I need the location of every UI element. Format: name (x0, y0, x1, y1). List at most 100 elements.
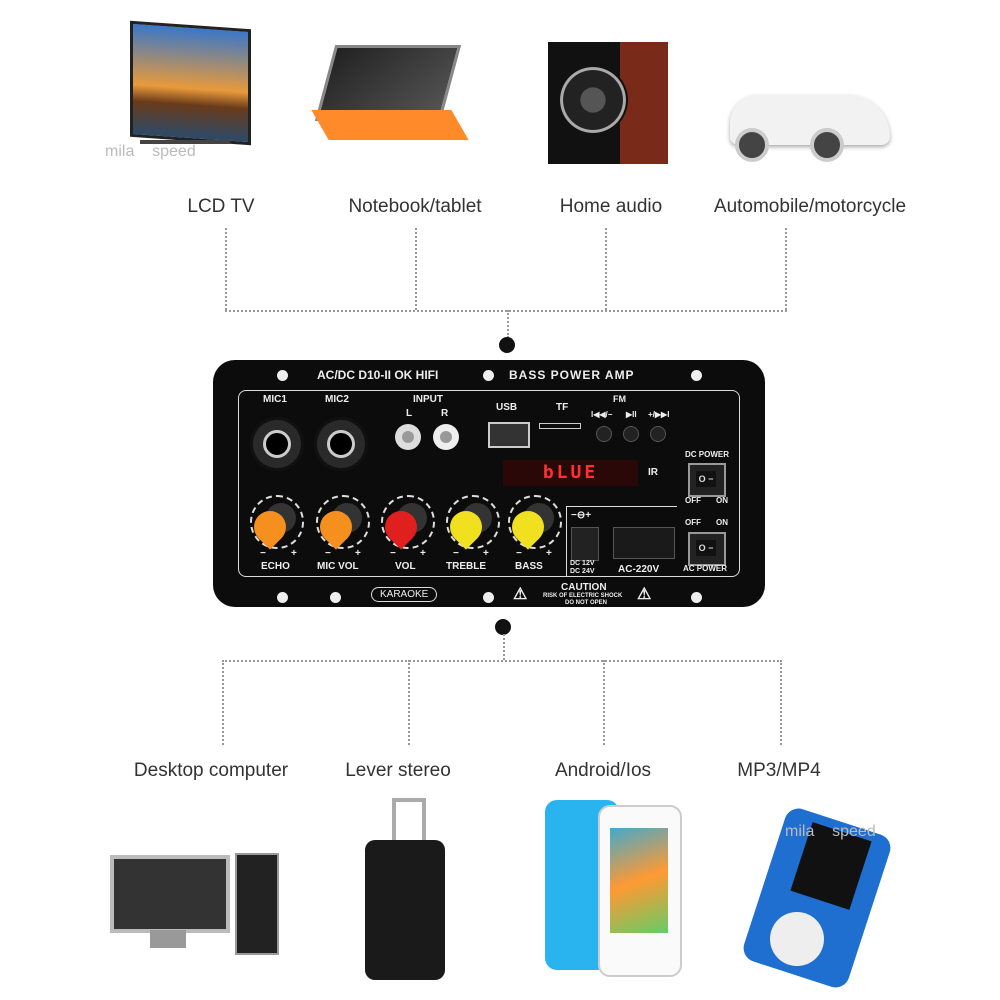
label-lever-stereo: Lever stereo (345, 760, 451, 781)
switch-glyph: O − (696, 540, 716, 556)
caution-line-2: DO NOT OPEN (565, 600, 608, 606)
model-title: AC/DC D10-II OK HIFI (317, 368, 439, 382)
tv-stand (140, 140, 230, 144)
usb-label: USB (496, 402, 518, 413)
label-lcd-tv: LCD TV (187, 196, 255, 217)
echo-label: ECHO (261, 561, 290, 572)
mic-vol-knob[interactable] (313, 495, 370, 550)
ac-on-label: ON (716, 518, 728, 527)
watermark: mila speed (105, 143, 196, 160)
rca-input-right[interactable] (433, 424, 459, 450)
minus-sign: − (516, 548, 522, 559)
warning-icon: ⚠ (637, 586, 652, 603)
mic1-jack[interactable] (253, 420, 301, 468)
next-button[interactable] (650, 426, 666, 442)
monitor-stand (150, 930, 186, 948)
tf-label: TF (556, 402, 569, 413)
panel-border (238, 390, 740, 577)
trolley-handle (392, 798, 426, 846)
screw (691, 370, 702, 381)
connector-line (503, 634, 505, 660)
play-label: ▶II (626, 410, 637, 419)
bass-knob[interactable] (505, 495, 562, 550)
karaoke-badge: KARAOKE (371, 587, 438, 602)
connector-line (225, 228, 227, 310)
screw (277, 370, 288, 381)
echo-knob[interactable] (247, 495, 304, 550)
minus-sign: − (390, 548, 396, 559)
label-desktop-computer: Desktop computer (133, 760, 289, 781)
ir-label: IR (648, 467, 658, 478)
connector-line (222, 660, 782, 662)
mic2-label: MIC2 (325, 394, 349, 405)
connector-line (222, 660, 224, 745)
tablet-base (311, 110, 469, 140)
dc-polarity-symbol: −⊖+ (571, 510, 592, 521)
connector-line (415, 228, 417, 310)
caution-line-1: RISK OF ELECTRIC SHOCK (543, 593, 623, 599)
ac-power-label: AC POWER (683, 564, 727, 573)
ac-rating-label: AC-220V (618, 564, 660, 575)
switch-glyph: O − (696, 471, 716, 487)
mp3-click-wheel (770, 912, 824, 966)
input-l-label: L (406, 408, 413, 419)
label-home-audio: Home audio (559, 196, 663, 217)
ac-off-label: OFF (685, 518, 701, 527)
desktop-tower-image (235, 853, 279, 955)
dc-power-switch[interactable]: O − (688, 463, 726, 497)
ac-socket[interactable] (613, 527, 675, 559)
vol-label: VOL (395, 561, 416, 572)
play-pause-button[interactable] (623, 426, 639, 442)
mic2-jack[interactable] (317, 420, 365, 468)
minus-sign: − (260, 548, 266, 559)
next-label: +/▶▶I (648, 410, 670, 419)
mic1-label: MIC1 (263, 394, 287, 405)
connector-dot (495, 619, 511, 635)
connector-line (603, 660, 605, 745)
connector-line (780, 660, 782, 745)
dc-rating-label: DC 12V DC 24V (570, 560, 595, 575)
ac-power-switch[interactable]: O − (688, 532, 726, 566)
plus-sign: + (291, 548, 297, 559)
caution-label: CAUTION (561, 582, 607, 593)
car-wheel (735, 128, 769, 162)
car-wheel (810, 128, 844, 162)
warning-icon: ⚠ (513, 586, 528, 603)
treble-label: TREBLE (446, 561, 486, 572)
phone-screen (610, 828, 668, 933)
desktop-monitor-image (110, 855, 230, 933)
lever-stereo-image (365, 840, 445, 980)
vol-knob[interactable] (378, 495, 435, 550)
rca-input-left[interactable] (395, 424, 421, 450)
connector-line (408, 660, 410, 745)
dc-off-label: OFF (685, 496, 701, 505)
screw (483, 592, 494, 603)
usb-port[interactable] (488, 422, 530, 448)
tf-card-slot[interactable] (539, 423, 581, 429)
prev-button[interactable] (596, 426, 612, 442)
connector-line (225, 310, 787, 312)
watermark: mila speed (785, 823, 876, 840)
lcd-tv-image (130, 20, 251, 146)
plus-sign: + (355, 548, 361, 559)
amplifier-panel: AC/DC D10-II OK HIFI BASS POWER AMP MIC1… (213, 360, 765, 607)
minus-sign: − (453, 548, 459, 559)
fm-label: FM (613, 394, 626, 404)
plus-sign: + (420, 548, 426, 559)
input-r-label: R (441, 408, 449, 419)
mic-vol-label: MIC VOL (317, 561, 359, 572)
connector-line (605, 228, 607, 310)
connector-dot (499, 337, 515, 353)
dc-jack[interactable] (571, 527, 599, 561)
label-mp3-mp4: MP3/MP4 (737, 760, 821, 781)
screw (277, 592, 288, 603)
led-display: bLUE (503, 460, 638, 486)
input-label: INPUT (413, 394, 443, 405)
screw (691, 592, 702, 603)
speaker-woofer (558, 65, 628, 135)
amp-title: BASS POWER AMP (509, 368, 635, 382)
label-notebook-tablet: Notebook/tablet (348, 196, 482, 217)
screw (483, 370, 494, 381)
power-section-border (566, 506, 677, 577)
treble-knob[interactable] (443, 495, 500, 550)
